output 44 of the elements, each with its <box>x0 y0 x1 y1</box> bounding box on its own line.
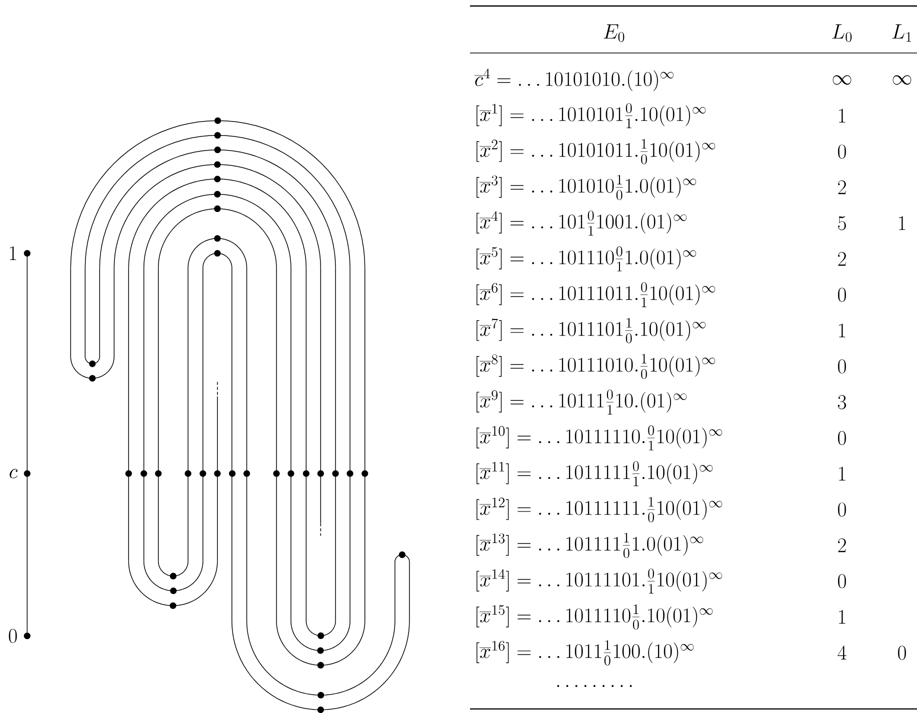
table-cell: $[\overline{x}^{7}] = \ldots 1011101\frac{1}{0}.10(01)^{\infty}$ <box>476 318 706 344</box>
table-cell: $1$ <box>839 108 846 122</box>
table-cell: $\overline{c}^{4} = \ldots 10101010.(10)^{\infty}$ <box>474 68 674 92</box>
table-cell: $[\overline{x}^{4}] = \ldots 101\frac{0}{1}1001.(01)^{\infty}$ <box>476 210 687 236</box>
table-cell: $[\overline{x}^{15}] = \ldots 1011110\frac{1}{0}.10(01)^{\infty}$ <box>476 604 713 630</box>
table-cell: $0$ <box>838 574 846 588</box>
table-cell: $0$ <box>838 430 846 446</box>
axis-label: $c$ <box>10 468 18 478</box>
table-cell: $[\overline{x}^{11}] = \ldots 1011111\frac{0}{1}.10(01)^{\infty}$ <box>476 461 713 486</box>
column-header: $E_0$ <box>604 24 624 42</box>
column-header: $L_0$ <box>832 24 852 42</box>
table-cell: $\ldots\ldots\ldots$ <box>557 685 632 688</box>
axis-label: $0$ <box>8 628 17 643</box>
axis-label: $1$ <box>10 246 16 260</box>
table-cell: $1$ <box>839 466 846 480</box>
table-cell: $2$ <box>838 180 846 194</box>
table-cell: $1$ <box>899 216 906 230</box>
table-cell: $2$ <box>838 252 846 266</box>
table-cell: $1$ <box>839 324 846 338</box>
table-cell: $1$ <box>839 610 846 624</box>
table-cell: $[\overline{x}^{13}] = \ldots 101111\frac{1}{0}1.0(01)^{\infty}$ <box>476 532 704 558</box>
table-cell: $[\overline{x}^{12}] = \ldots 10111111.\frac{1}{0}10(01)^{\infty}$ <box>476 497 722 522</box>
table-cell: $[\overline{x}^{6}] = \ldots 10111011.\frac{0}{1}10(01)^{\infty}$ <box>476 282 716 308</box>
table-cell: $[\overline{x}^{1}] = \ldots 1010101\frac{0}{1}.10(01)^{\infty}$ <box>476 103 706 128</box>
table-cell: $[\overline{x}^{5}] = \ldots 101110\frac{0}{1}1.0(01)^{\infty}$ <box>476 246 696 272</box>
table-cell: $3$ <box>838 395 846 410</box>
table-cell: $4$ <box>838 646 846 660</box>
table-cell: $0$ <box>838 288 846 302</box>
table-cell: $[\overline{x}^{9}] = \ldots 10111\frac{0}{1}10.(01)^{\infty}$ <box>476 390 687 414</box>
table-cell: $\infty$ <box>832 75 852 85</box>
table-cell: $[\overline{x}^{8}] = \ldots 10111010.\frac{1}{0}10(01)^{\infty}$ <box>476 354 716 379</box>
table-cell: $[\overline{x}^{3}] = \ldots 101010\frac{1}{0}1.0(01)^{\infty}$ <box>476 174 696 200</box>
table-cell: $2$ <box>838 538 846 552</box>
table-cell: $0$ <box>898 646 906 660</box>
table-cell: $[\overline{x}^{10}] = \ldots 10111110.\frac{0}{1}10(01)^{\infty}$ <box>476 425 722 450</box>
column-header: $L_1$ <box>892 24 912 42</box>
table-cell: $0$ <box>838 144 846 159</box>
table-cell: $0$ <box>838 502 846 517</box>
table-cell: $[\overline{x}^{2}] = \ldots 10101011.\frac{1}{0}10(01)^{\infty}$ <box>476 139 716 164</box>
table-cell: $0$ <box>838 359 846 374</box>
table-cell: $\infty$ <box>892 75 912 85</box>
table-cell: $[\overline{x}^{16}] = \ldots 1011\frac{1}{0}100.(10)^{\infty}$ <box>476 640 694 666</box>
table-cell: $5$ <box>838 216 846 230</box>
table-cell: $[\overline{x}^{14}] = \ldots 10111101.\frac{0}{1}10(01)^{\infty}$ <box>476 568 722 594</box>
